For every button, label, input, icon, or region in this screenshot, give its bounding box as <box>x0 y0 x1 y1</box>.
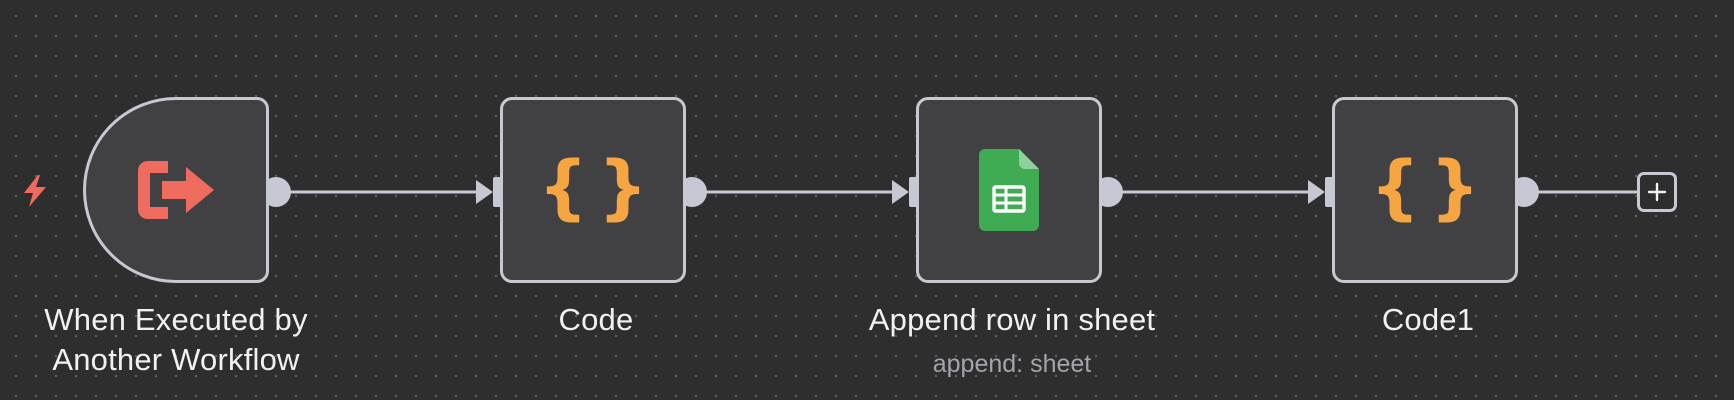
node-when-executed-by-another-workflow[interactable] <box>83 97 269 283</box>
connection-trigger-to-code[interactable] <box>276 180 493 204</box>
node-append-row-in-sheet[interactable] <box>916 97 1102 283</box>
connection-code-to-append[interactable] <box>692 180 909 204</box>
node-label-code: Code <box>558 302 634 337</box>
node-label-trigger: When Executed by Another Workflow <box>0 300 356 380</box>
node-label-append: Append row in sheet <box>868 302 1156 337</box>
add-node-button[interactable] <box>1637 172 1677 212</box>
node-code[interactable]: {} <box>500 97 686 283</box>
node-label-line: When Executed by <box>44 302 308 337</box>
lightning-bolt-icon <box>24 175 46 207</box>
node-label-line: Another Workflow <box>52 342 300 377</box>
google-sheets-icon <box>979 149 1039 231</box>
code-braces-icon: {} <box>538 146 658 228</box>
plus-icon <box>1647 182 1667 202</box>
code-braces-icon: {} <box>1370 146 1490 228</box>
connection-append-to-code1[interactable] <box>1108 180 1325 204</box>
node-sublabel-append: append: sheet <box>932 350 1092 378</box>
node-label-code1: Code1 <box>1381 302 1475 337</box>
node-code1[interactable]: {} <box>1332 97 1518 283</box>
sign-out-arrow-icon <box>138 161 214 219</box>
